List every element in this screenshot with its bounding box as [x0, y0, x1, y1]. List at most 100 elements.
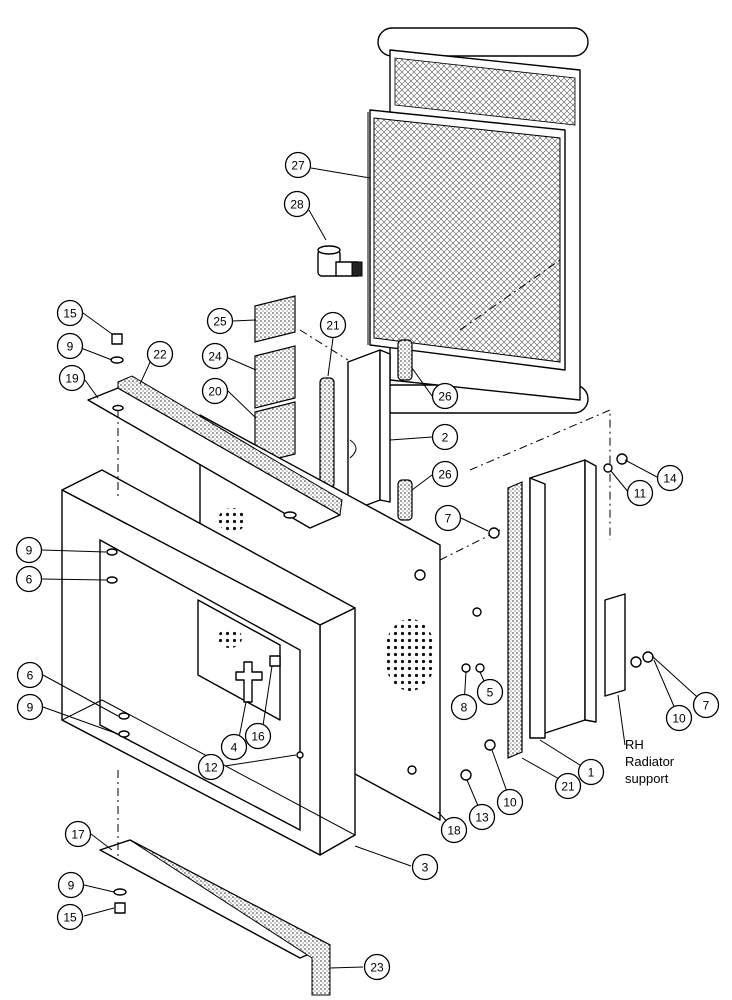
- callout-c10a: 10: [665, 704, 693, 732]
- callout-c4: 4: [220, 733, 248, 761]
- callout-circle: [450, 693, 478, 721]
- callout-c19: 19: [58, 364, 86, 392]
- callout-circle: [197, 753, 225, 781]
- callout-number: 9: [26, 544, 33, 558]
- callout-c9a: 9: [56, 332, 84, 360]
- callout-c22: 22: [146, 340, 174, 368]
- callout-number: 11: [634, 487, 647, 501]
- callout-number: 26: [438, 390, 452, 404]
- callout-circle: [656, 464, 684, 492]
- rh-radiator-support-note: RH Radiator support: [625, 737, 675, 786]
- callout-c11: 11: [626, 479, 654, 507]
- callout-c5: 5: [476, 678, 504, 706]
- callout-number: 8: [461, 701, 468, 715]
- callout-number: 6: [26, 573, 33, 587]
- callout-circle: [319, 311, 347, 339]
- callout-circle: [201, 377, 229, 405]
- callout-circle: [56, 332, 84, 360]
- callout-c25: 25: [206, 307, 234, 335]
- callout-number: 9: [67, 340, 74, 354]
- callout-c27: 27: [284, 151, 312, 179]
- radiator-core: [367, 27, 589, 414]
- upright-channel: [347, 349, 391, 513]
- callout-circle: [56, 299, 84, 327]
- callout-circle: [468, 803, 496, 831]
- callout-c6a: 6: [15, 565, 43, 593]
- seal-strip-right: [507, 481, 523, 759]
- callout-number: 17: [71, 828, 85, 842]
- callout-circle: [577, 758, 605, 786]
- callout-c1: 1: [577, 758, 605, 786]
- callout-number: 16: [251, 730, 265, 744]
- note-line-1: RH: [625, 737, 644, 752]
- callout-number: 6: [27, 669, 34, 683]
- callout-circle: [64, 820, 92, 848]
- callout-c9d: 9: [57, 871, 85, 899]
- callout-number: 7: [445, 512, 452, 526]
- callout-c18: 18: [440, 816, 468, 844]
- shroud-frame: [60, 469, 357, 856]
- callout-number: 10: [672, 712, 686, 726]
- callout-number: 19: [65, 372, 79, 386]
- callout-c9b: 9: [15, 536, 43, 564]
- filler-neck: [317, 245, 363, 277]
- callout-number: 9: [27, 701, 34, 715]
- callout-number: 18: [447, 824, 461, 838]
- leader-lines: [41, 167, 707, 969]
- callout-circle: [16, 661, 44, 689]
- pad-lower: [397, 479, 413, 521]
- callout-c21a: 21: [319, 311, 347, 339]
- callout-circle: [411, 853, 439, 881]
- callout-circle: [692, 691, 720, 719]
- callout-circle: [220, 733, 248, 761]
- callout-number: 25: [213, 315, 227, 329]
- callout-circle: [58, 364, 86, 392]
- callout-c12: 12: [197, 753, 225, 781]
- callout-number: 21: [326, 319, 340, 333]
- callout-circle: [431, 460, 459, 488]
- callout-c17: 17: [64, 820, 92, 848]
- callout-c13: 13: [468, 803, 496, 831]
- callout-circle: [284, 151, 312, 179]
- callout-c3: 3: [411, 853, 439, 881]
- callout-number: 24: [208, 350, 222, 364]
- callout-circle: [496, 788, 524, 816]
- callout-circle: [554, 772, 582, 800]
- callout-circle: [56, 903, 84, 931]
- callout-number: 1: [588, 766, 595, 780]
- callout-circle: [431, 423, 459, 451]
- rh-radiator-support: [604, 593, 626, 697]
- callout-circle: [15, 565, 43, 593]
- callout-c26a: 26: [431, 382, 459, 410]
- callout-number: 9: [68, 879, 75, 893]
- callout-circle: [244, 722, 272, 750]
- callout-number: 22: [153, 348, 167, 362]
- callout-circle: [146, 340, 174, 368]
- callout-c15a: 15: [56, 299, 84, 327]
- callout-number: 15: [63, 911, 77, 925]
- hardware: [106, 333, 654, 914]
- callout-circle: [476, 678, 504, 706]
- callout-number: 10: [503, 796, 517, 810]
- callout-circle: [201, 342, 229, 370]
- callout-c8: 8: [450, 693, 478, 721]
- callout-circle: [363, 953, 391, 981]
- note-line-2: Radiator: [625, 754, 675, 769]
- callout-c7a: 7: [434, 504, 462, 532]
- bottom-angle: [99, 839, 331, 996]
- cross-fitting: [235, 661, 263, 703]
- callout-number: 2: [442, 431, 449, 445]
- callout-number: 21: [561, 780, 575, 794]
- callout-number: 3: [422, 861, 429, 875]
- callout-circle: [16, 693, 44, 721]
- callout-circle: [440, 816, 468, 844]
- callout-number: 26: [438, 468, 452, 482]
- callout-circle: [283, 190, 311, 218]
- seal-pads: [254, 295, 296, 465]
- callout-circle: [431, 382, 459, 410]
- callout-number: 12: [204, 761, 218, 775]
- callout-number: 28: [290, 198, 304, 212]
- callout-c16: 16: [244, 722, 272, 750]
- callout-number: 13: [475, 811, 489, 825]
